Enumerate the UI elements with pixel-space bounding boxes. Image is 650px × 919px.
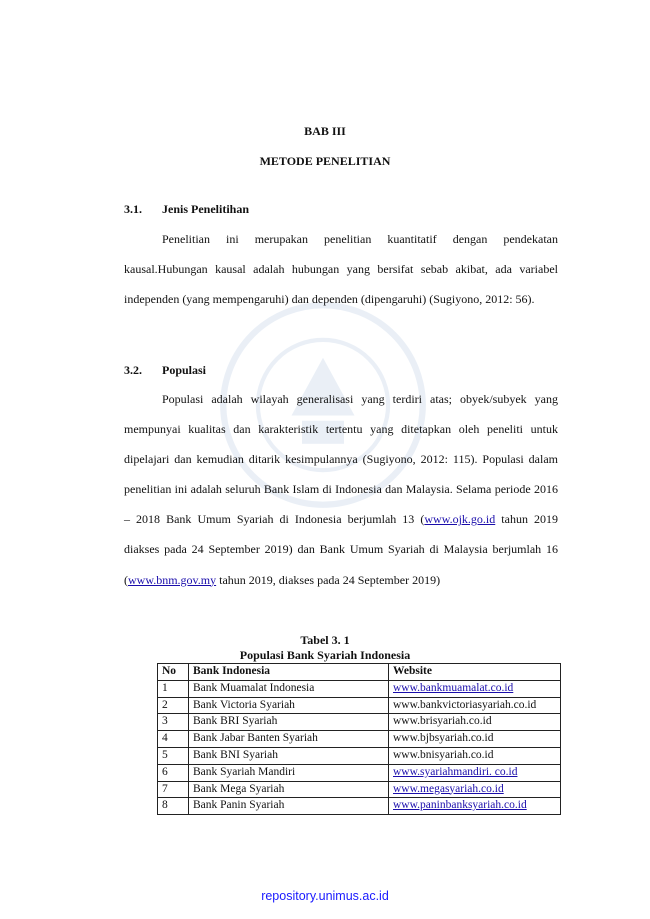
cell-website: www.bnisyariah.co.id (388, 746, 561, 765)
chapter-label: BAB III (304, 124, 346, 138)
section-heading-3-2: 3.2. Populasi (124, 363, 206, 378)
header-bank: Bank Indonesia (188, 663, 389, 681)
cell-bank: Bank Victoria Syariah (188, 696, 389, 715)
cell-no: 1 (157, 679, 189, 698)
table-header-row: No Bank Indonesia Website (157, 663, 561, 681)
cell-no: 7 (157, 780, 189, 799)
cell-bank: Bank Mega Syariah (188, 780, 389, 799)
cell-bank: Bank Jabar Banten Syariah (188, 730, 389, 748)
cell-no: 2 (157, 696, 189, 715)
paragraph-text: tahun 2019, diakses pada 24 September 20… (216, 572, 441, 587)
paragraph-text: Populasi adalah wilayah generalisasi yan… (124, 392, 558, 527)
cell-no: 6 (157, 763, 189, 782)
ojk-link[interactable]: www.ojk.go.id (424, 512, 496, 527)
section-number: 3.2. (124, 363, 142, 377)
cell-bank: Bank Muamalat Indonesia (188, 679, 389, 698)
cell-website: www.brisyariah.co.id (388, 713, 561, 732)
section-title: Jenis Penelitihan (162, 202, 250, 216)
website-link[interactable]: www.syariahmandiri. co.id (393, 765, 518, 778)
cell-website: www.paninbanksyariah.co.id (388, 797, 561, 816)
section-number: 3.1. (124, 202, 142, 216)
paragraph-text: tahun 2019 diakses pada 24 September 201… (124, 512, 558, 587)
cell-website: www.megasyariah.co.id (388, 780, 561, 799)
repository-footer: repository.unimus.ac.id (261, 889, 389, 903)
section-paragraph: Penelitian ini merupakan penelitian kuan… (124, 224, 558, 314)
cell-bank: Bank BRI Syariah (188, 713, 389, 732)
section-title: Populasi (162, 363, 207, 377)
bnm-link[interactable]: www.bnm.gov.my (128, 572, 217, 587)
cell-website: www.bankvictoriasyariah.co.id (388, 696, 561, 715)
paragraph-text: Penelitian ini merupakan penelitian kuan… (124, 232, 558, 307)
header-website: Website (388, 663, 561, 681)
cell-no: 8 (157, 797, 189, 816)
cell-bank: Bank BNI Syariah (188, 746, 389, 765)
cell-bank: Bank Panin Syariah (188, 797, 389, 816)
table-caption-title: Populasi Bank Syariah Indonesia (239, 648, 411, 662)
website-link[interactable]: www.megasyariah.co.id (393, 782, 504, 795)
chapter-title: METODE PENELITIAN (259, 154, 391, 168)
cell-website: www.syariahmandiri. co.id (388, 763, 561, 782)
cell-no: 4 (157, 730, 189, 748)
cell-website: www.bjbsyariah.co.id (388, 730, 561, 748)
section-paragraph: Populasi adalah wilayah generalisasi yan… (124, 384, 558, 595)
cell-website: www.bankmuamalat.co.id (388, 679, 561, 698)
website-link[interactable]: www.paninbanksyariah.co.id (393, 799, 527, 812)
cell-no: 5 (157, 746, 189, 765)
cell-bank: Bank Syariah Mandiri (188, 763, 389, 782)
cell-no: 3 (157, 713, 189, 732)
header-no: No (157, 663, 189, 681)
section-heading-3-1: 3.1. Jenis Penelitihan (124, 202, 249, 217)
table-caption-number: Tabel 3. 1 (300, 633, 350, 647)
website-link[interactable]: www.bankmuamalat.co.id (393, 681, 514, 694)
